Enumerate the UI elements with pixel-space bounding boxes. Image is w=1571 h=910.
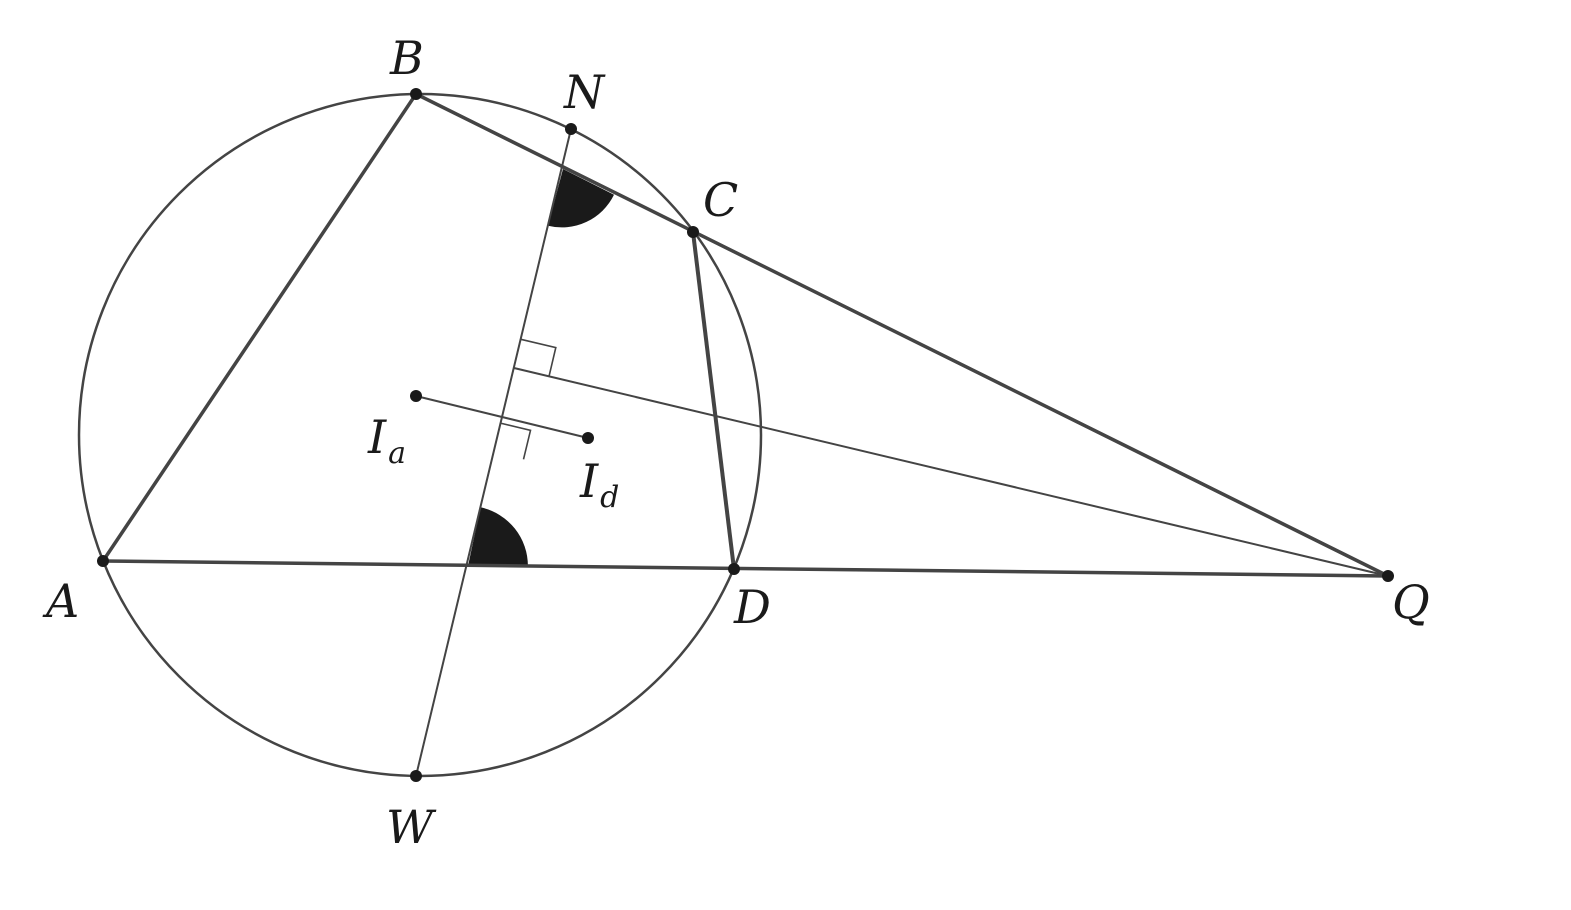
label-b: B xyxy=(389,31,424,85)
point-q xyxy=(1382,570,1394,582)
label-id: Id xyxy=(579,454,619,515)
label-a: A xyxy=(42,574,79,628)
perpendicular-foot-to-q xyxy=(513,367,1389,577)
circumcircle xyxy=(77,92,763,778)
label-w: W xyxy=(386,800,437,854)
point-id xyxy=(582,432,594,444)
point-d xyxy=(728,563,740,575)
segment-ab xyxy=(101,93,418,562)
label-c: C xyxy=(703,173,738,227)
point-b xyxy=(410,88,422,100)
point-w xyxy=(410,770,422,782)
label-d: D xyxy=(733,580,771,634)
segment-bq xyxy=(415,92,1389,578)
segment-aq xyxy=(102,559,1389,578)
angle-marker-n-w-b-c xyxy=(548,169,614,228)
segment-nw xyxy=(415,128,572,777)
point-c xyxy=(687,226,699,238)
label-q: Q xyxy=(1392,575,1430,629)
right-angle-marker-lower xyxy=(500,422,532,460)
segment-ia-id xyxy=(415,395,589,439)
right-angle-marker-upper xyxy=(520,338,557,377)
label-n: N xyxy=(563,65,606,119)
segment-cd xyxy=(691,231,736,570)
label-ia: Ia xyxy=(367,410,406,471)
angle-marker-w-n-a-d xyxy=(468,507,528,567)
point-ia xyxy=(410,390,422,402)
point-a xyxy=(97,555,109,567)
point-n xyxy=(565,123,577,135)
